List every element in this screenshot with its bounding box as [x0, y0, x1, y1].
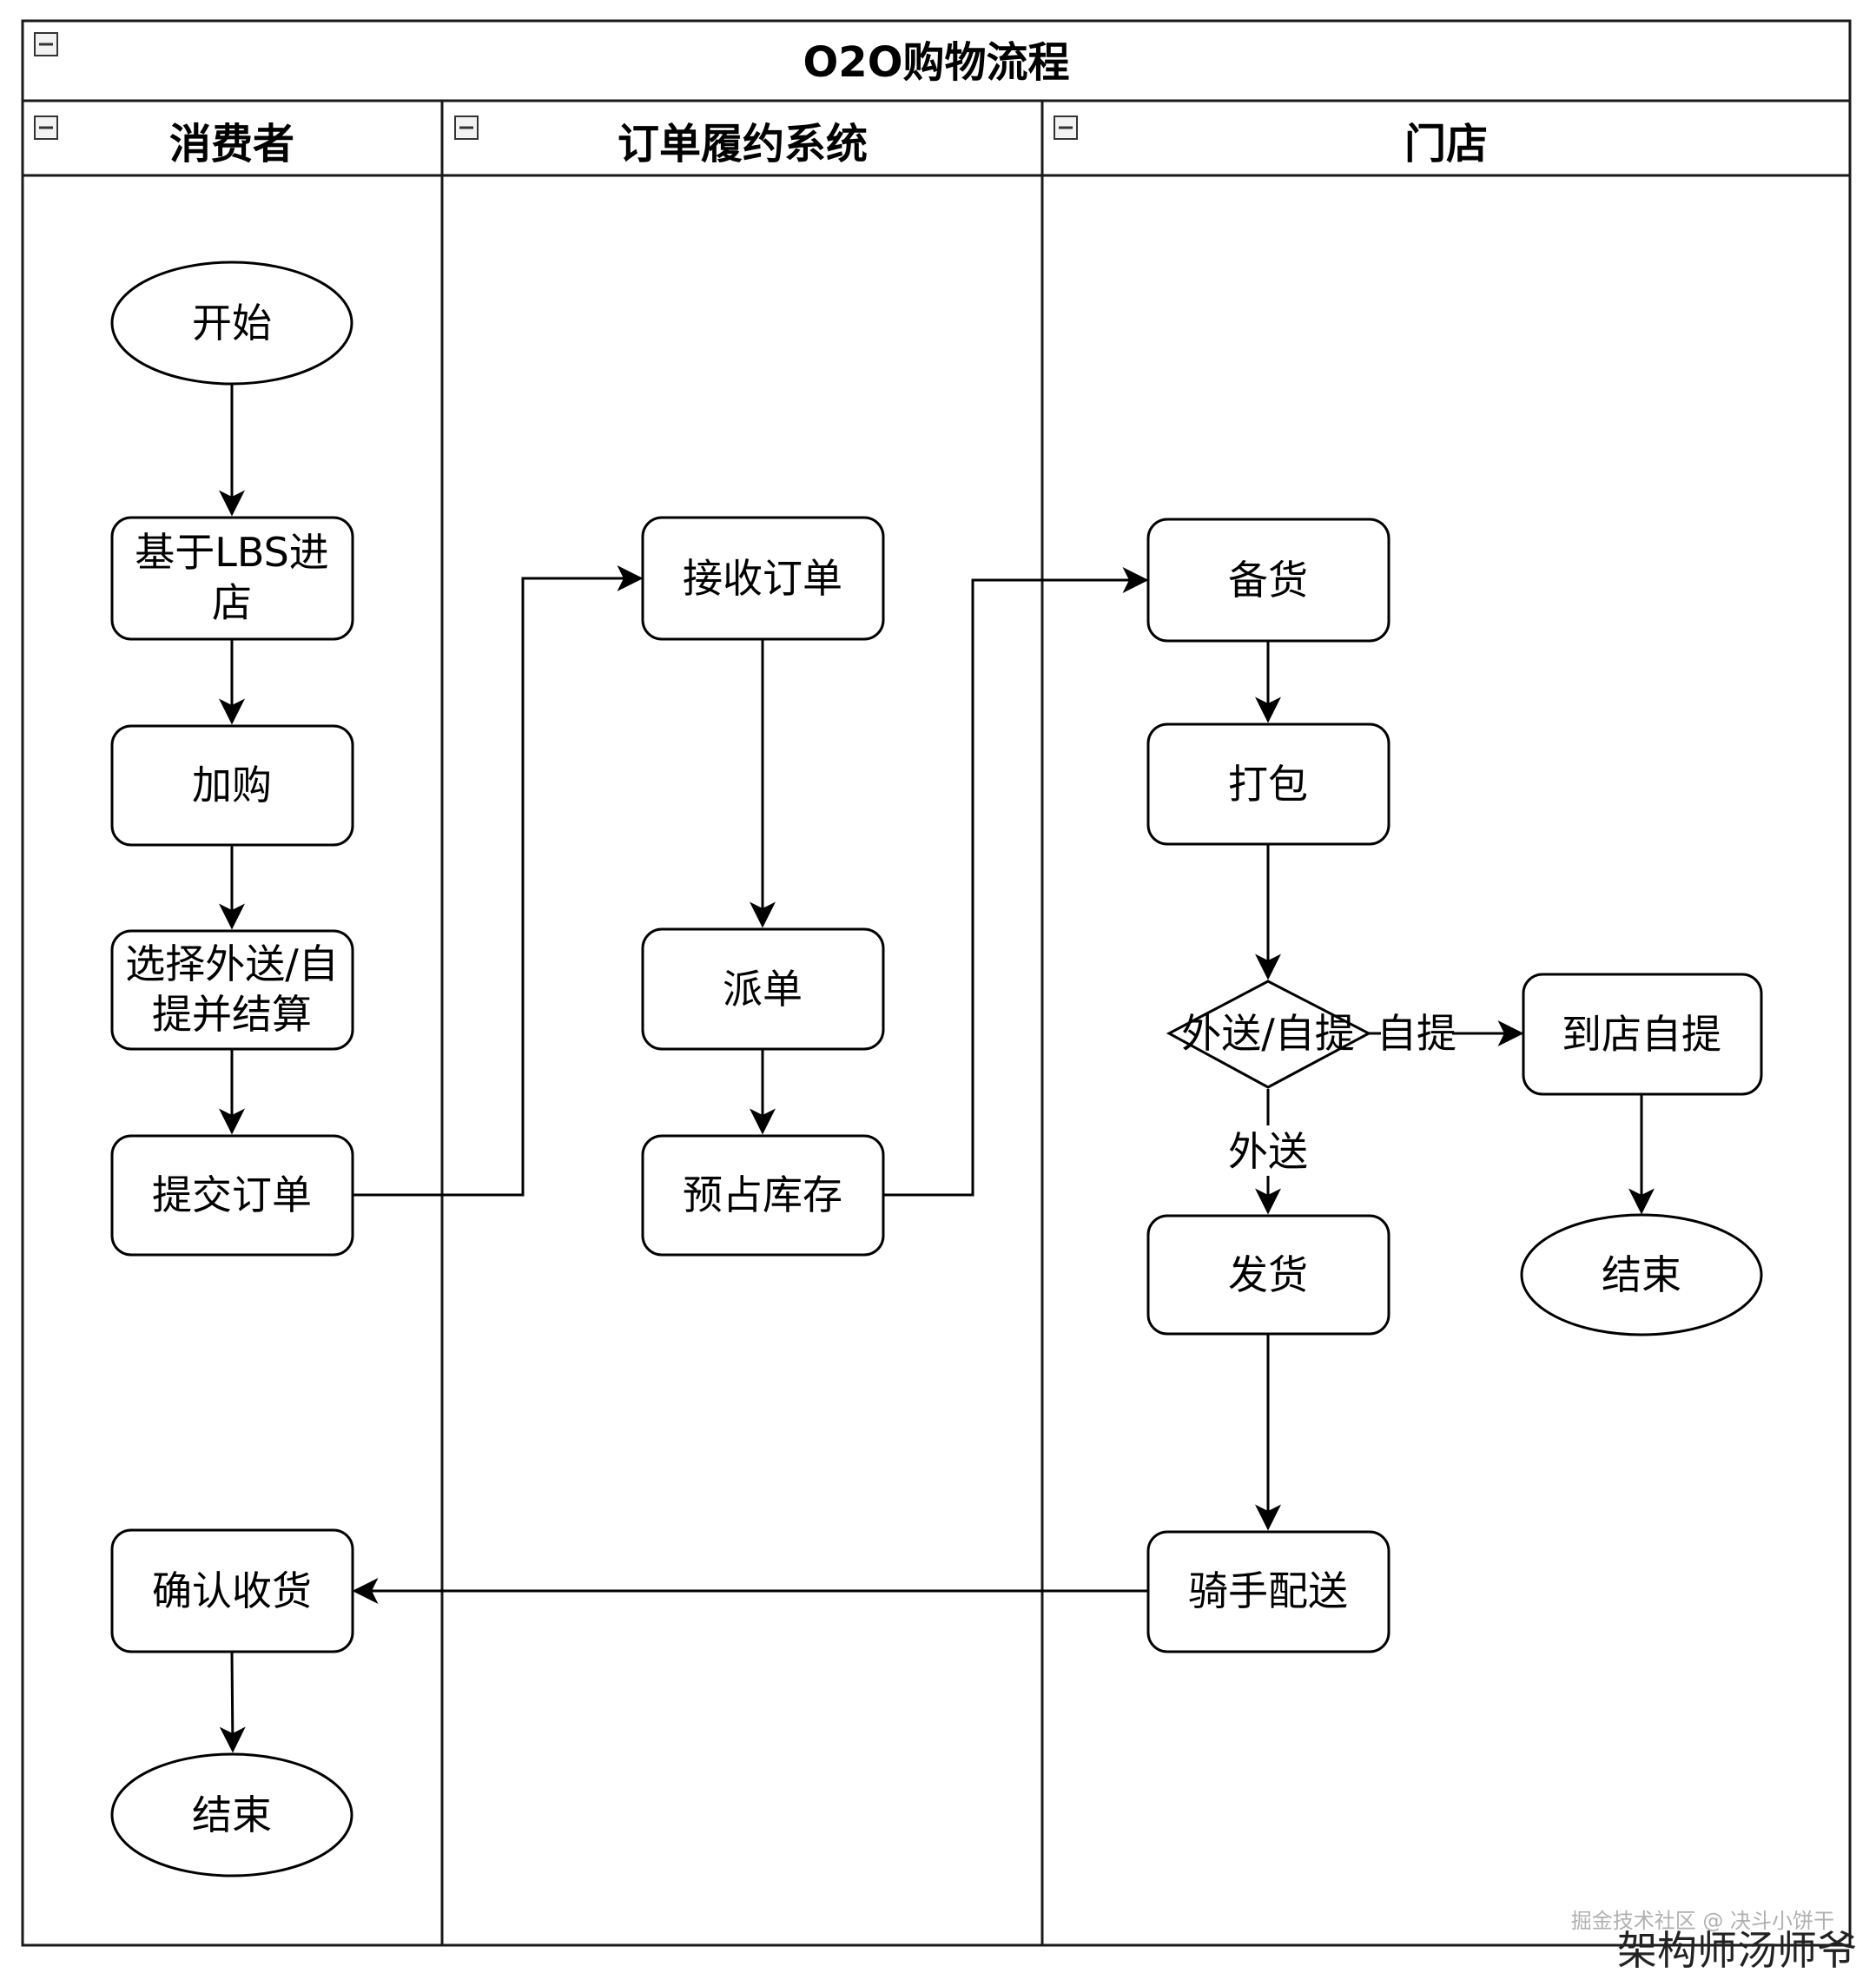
node-label: 预占库存: [683, 1171, 842, 1218]
node-end-store[interactable]: 结束: [1520, 1213, 1763, 1336]
edge-label-self-pickup: 自提: [1377, 1010, 1457, 1057]
lane-header-consumer: 消费者: [169, 120, 294, 168]
node-lbs-enter-store[interactable]: 基于LBS进 店: [110, 516, 354, 641]
node-label-line: 基于LBS进: [135, 529, 329, 576]
watermark-large: 架构师汤师爷: [1617, 1927, 1857, 1973]
node-rider-delivery[interactable]: 骑手配送: [1146, 1530, 1390, 1653]
node-label: 备货: [1228, 557, 1308, 604]
node-pack[interactable]: 打包: [1146, 723, 1390, 846]
node-label: 提交订单: [152, 1171, 312, 1218]
edge-label-bg: [1381, 1007, 1452, 1058]
collapse-icon[interactable]: [454, 115, 479, 140]
node-label: 发货: [1228, 1251, 1308, 1298]
diagram-title: O2O购物流程: [803, 38, 1069, 87]
node-label: 结束: [192, 1792, 272, 1838]
node-delivery-or-pickup-decision[interactable]: 外送/自提: [1166, 980, 1372, 1089]
node-label: 接收订单: [683, 555, 842, 602]
watermark-small: 掘金技术社区 @ 决斗小饼干: [1571, 1909, 1834, 1933]
node-label: 外送/自提: [1181, 1010, 1355, 1057]
node-label: 结束: [1602, 1251, 1681, 1298]
node-label-line: 提并结算: [152, 991, 312, 1038]
node-add-to-cart[interactable]: 加购: [110, 724, 354, 847]
node-prepare-goods[interactable]: 备货: [1146, 518, 1390, 643]
edge-label-delivery: 外送: [1228, 1128, 1308, 1175]
collapse-icon[interactable]: [34, 115, 58, 140]
node-label: 骑手配送: [1188, 1567, 1348, 1614]
collapse-icon[interactable]: [34, 32, 58, 56]
edge-reserve-prepare: [883, 567, 1149, 1197]
node-start[interactable]: 开始: [110, 261, 353, 386]
node-label: 派单: [723, 966, 803, 1013]
node-end-consumer[interactable]: 结束: [110, 1752, 353, 1877]
node-choose-and-checkout[interactable]: 选择外送/自 提并结算: [110, 929, 354, 1051]
lane-header-store: 门店: [1404, 120, 1488, 168]
collapse-icon[interactable]: [1054, 115, 1078, 140]
node-label: 加购: [192, 762, 272, 808]
node-store-pickup[interactable]: 到店自提: [1522, 973, 1763, 1096]
edge-submit-receive: [353, 565, 644, 1197]
node-label: 到店自提: [1562, 1011, 1721, 1058]
node-receive-order[interactable]: 接收订单: [641, 516, 885, 641]
edges: [219, 384, 1655, 1753]
edge-confirm-end: [219, 1651, 246, 1753]
node-label-line: 店: [212, 579, 252, 626]
node-reserve-inventory[interactable]: 预占库存: [641, 1134, 885, 1257]
node-label-line: 选择外送/自: [125, 940, 339, 987]
node-label: 开始: [192, 300, 272, 346]
lane-header-order-system: 订单履约系统: [618, 120, 868, 168]
node-label: 打包: [1228, 761, 1308, 808]
node-confirm-receipt[interactable]: 确认收货: [110, 1528, 354, 1653]
node-label: 确认收货: [152, 1567, 312, 1614]
node-ship[interactable]: 发货: [1146, 1214, 1390, 1336]
edge-label-bg: [1228, 1125, 1308, 1176]
swimlane-pool: [21, 19, 1852, 1947]
node-dispatch[interactable]: 派单: [641, 927, 885, 1051]
node-submit-order[interactable]: 提交订单: [110, 1134, 354, 1257]
